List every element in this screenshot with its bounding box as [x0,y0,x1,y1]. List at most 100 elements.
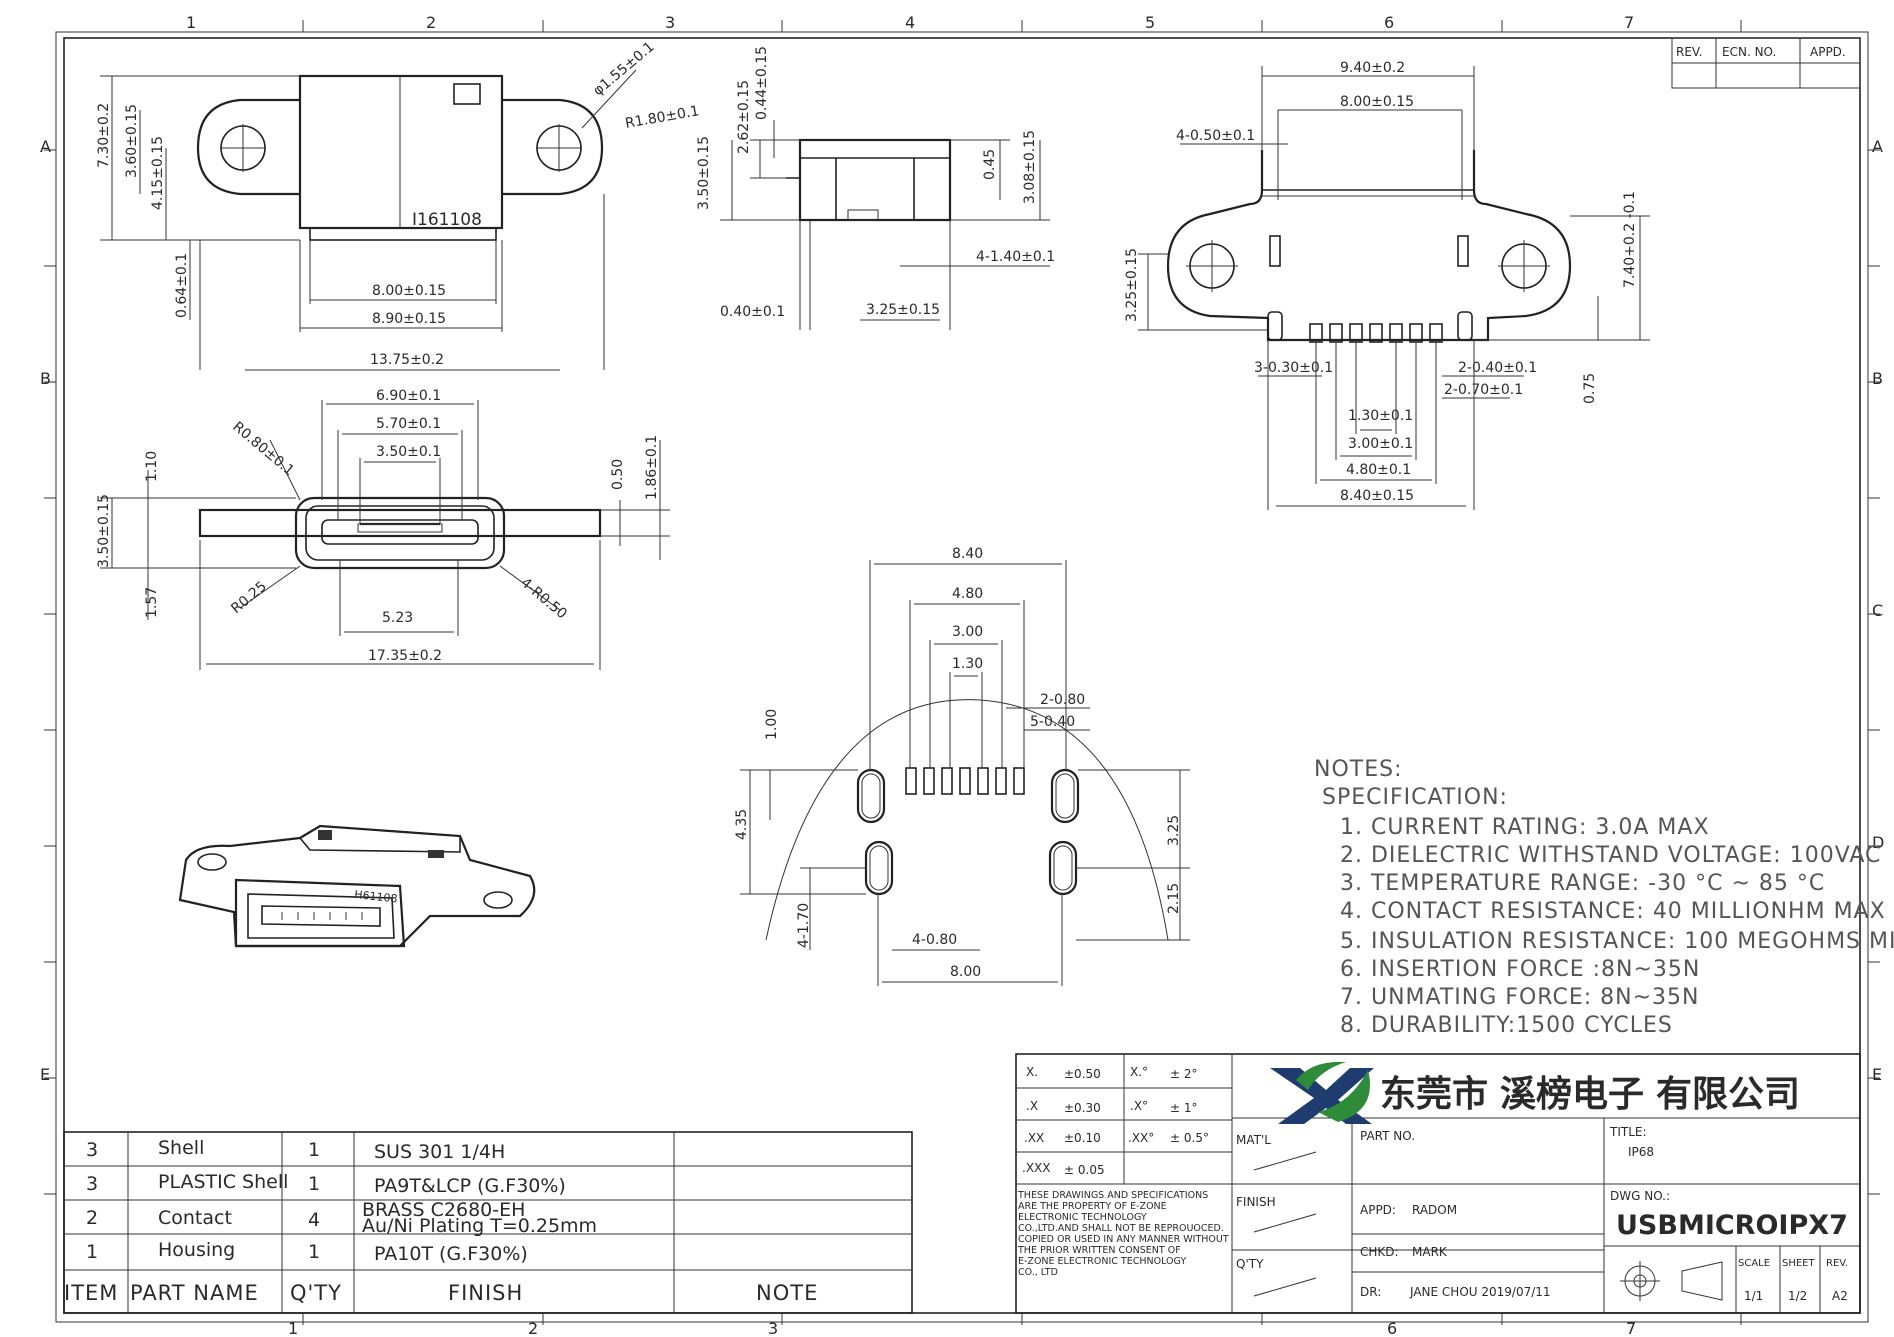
scale-label: SCALE [1738,1258,1770,1269]
dim-0-45: 0.45 [982,149,998,180]
col-num-bottom-3: 3 [768,1319,778,1337]
col-num-7: 7 [1624,13,1634,32]
finish-label: FINISH [1236,1195,1276,1209]
bom-row-3-qty: 4 [308,1209,320,1231]
projection-symbol-icon [1620,1261,1723,1301]
col-num-2: 2 [426,13,436,32]
tol-v1-3: ±0.10 [1064,1131,1101,1145]
dim-3-08: 3.08±0.15 [1022,130,1038,204]
dim-7-30: 7.30±0.2 [96,103,112,168]
rev-value: A2 [1832,1289,1848,1303]
rev-header: REV. [1676,45,1702,59]
dim-0-44: 0.44±0.15 [754,46,770,120]
row-letter-c-right: C [1872,601,1883,620]
tol-v1-4: ± 0.05 [1064,1163,1105,1177]
top-left-part-mark: I161108 [412,210,482,230]
appd-value: RADOM [1412,1203,1457,1217]
disclaimer-line-8: CO., LTD [1018,1267,1058,1278]
pcb-dim-1-30: 1.30 [952,656,983,672]
dim-4-80-right: 4.80±0.1 [1346,462,1411,478]
tol-v1-1: ±0.50 [1064,1067,1101,1081]
disclaimer-line-6: THE PRIOR WRITTEN CONSENT OF [1017,1245,1181,1256]
dim-r0-25: R0.25 [228,579,270,618]
dwg-label: DWG NO.: [1610,1189,1670,1203]
dwg-number: USBMICROIPX7 [1616,1210,1848,1241]
tol-v2-3: ± 0.5° [1170,1131,1209,1145]
col-num-3: 3 [665,13,675,32]
note-item-7: 7. UNMATING FORCE: 8N~35N [1340,985,1699,1010]
title-label: TITLE: [1609,1125,1647,1139]
note-item-1: 1. CURRENT RATING: 3.0A MAX [1340,815,1710,840]
bom-row-4-name: Housing [158,1239,235,1261]
col-num-6: 6 [1384,13,1394,32]
disclaimer-line-7: E-ZONE ELECTRONIC TECHNOLOGY [1018,1256,1186,1267]
bom-row-2-qty: 1 [308,1173,320,1195]
dim-3-50-side: 3.50±0.15 [696,136,712,210]
notes-block: NOTES: SPECIFICATION: 1. CURRENT RATING:… [1314,757,1894,1038]
pcb-dim-8-00: 8.00 [950,964,981,980]
tol-k1-2: .X [1026,1099,1038,1113]
pcb-dim-3-00: 3.00 [952,624,983,640]
rev-label: REV. [1826,1258,1848,1269]
tol-k2-1: X.° [1130,1065,1148,1079]
dim-1-10: 1.10 [144,451,160,482]
dim-8-00-b: 8.00±0.15 [1340,94,1414,110]
dim-0-64: 0.64±0.1 [174,253,190,318]
row-letter-d-right: D [1872,833,1884,852]
dim-2-62: 2.62±0.15 [736,80,752,154]
chkd-value: MARK [1412,1245,1448,1259]
dim-0-75: 0.75 [1582,373,1598,404]
pcb-dim-8-40: 8.40 [952,546,983,562]
dim-1-57: 1.57 [144,587,160,618]
pcb-dim-2-15: 2.15 [1166,883,1182,914]
tol-k2-2: .X° [1130,1099,1148,1113]
company-name-part-2: 溪榜电子 [1500,1074,1644,1115]
bom-row-2-name: PLASTIC Shell [158,1171,288,1193]
row-letter-a-right: A [1872,137,1883,156]
dim-3-25-side: 3.25±0.15 [866,302,940,318]
note-item-6: 6. INSERTION FORCE :8N~35N [1340,957,1700,982]
dim-4-r0-50: 4-R0.50 [517,575,569,623]
tol-k2-3: .XX° [1128,1131,1154,1145]
tol-v2-2: ± 1° [1170,1101,1198,1115]
dim-r0-80: R0.80±0.1 [229,419,297,479]
tol-v1-2: ±0.30 [1064,1101,1101,1115]
tol-k1-3: .XX [1024,1131,1044,1145]
dr-value: JANE CHOU 2019/07/11 [1409,1285,1551,1299]
col-num-bottom-6: 6 [1387,1319,1397,1337]
dr-label: DR: [1360,1285,1381,1299]
part-no-label: PART NO. [1360,1129,1415,1143]
company-name-part-3: 有限公司 [1656,1074,1800,1115]
dim-17-35: 17.35±0.2 [368,648,442,664]
bom-row-4-qty: 1 [308,1241,320,1263]
dim-2-0-40: 2-0.40±0.1 [1458,360,1537,376]
company-logo-icon [1270,1061,1374,1124]
dim-3-0-30: 3-0.30±0.1 [1254,360,1333,376]
pcb-dim-4-1-70: 4-1.70 [796,903,812,948]
bom-header-item: ITEM [64,1281,118,1305]
appd-label: APPD: [1360,1203,1396,1217]
note-item-4: 4. CONTACT RESISTANCE: 40 MILLIONHM MAX [1340,899,1886,924]
bom-row-2-item: 3 [86,1173,98,1195]
pcb-dim-4-35: 4.35 [734,809,750,840]
dim-8-40-right: 8.40±0.15 [1340,488,1414,504]
dim-7-40: 7.40+0.2 -0.1 [1622,191,1638,288]
note-item-2: 2. DIELECTRIC WITHSTAND VOLTAGE: 100VAC [1340,843,1881,868]
sheet-value: 1/2 [1788,1289,1807,1303]
dim-3-00-right: 3.00±0.1 [1348,436,1413,452]
dim-3-25-right: 3.25±0.15 [1124,248,1140,322]
notes-subheading: SPECIFICATION: [1322,785,1508,810]
bom-row-1-name: Shell [158,1137,204,1159]
chkd-label: CHKD: [1360,1245,1399,1259]
dim-phi-1-55: φ1.55±0.1 [590,39,657,99]
bom-header-finish: FINISH [448,1281,523,1305]
top-right-view: 9.40±0.2 8.00±0.15 4-0.50±0.1 3.25±0.15 … [1124,60,1650,510]
dim-13-75: 13.75±0.2 [370,352,444,368]
qty-label: Q'TY [1236,1257,1264,1271]
disclaimer-line-4: CO.,LTD.AND SHALL NOT BE REPROUOCED. [1018,1223,1224,1234]
dim-9-40: 9.40±0.2 [1340,60,1405,76]
row-letter-e-right: E [1872,1065,1882,1084]
bom-row-1-finish: SUS 301 1/4H [374,1141,505,1163]
pcb-dim-2-0-80: 2-0.80 [1040,692,1085,708]
col-num-1: 1 [186,13,196,32]
